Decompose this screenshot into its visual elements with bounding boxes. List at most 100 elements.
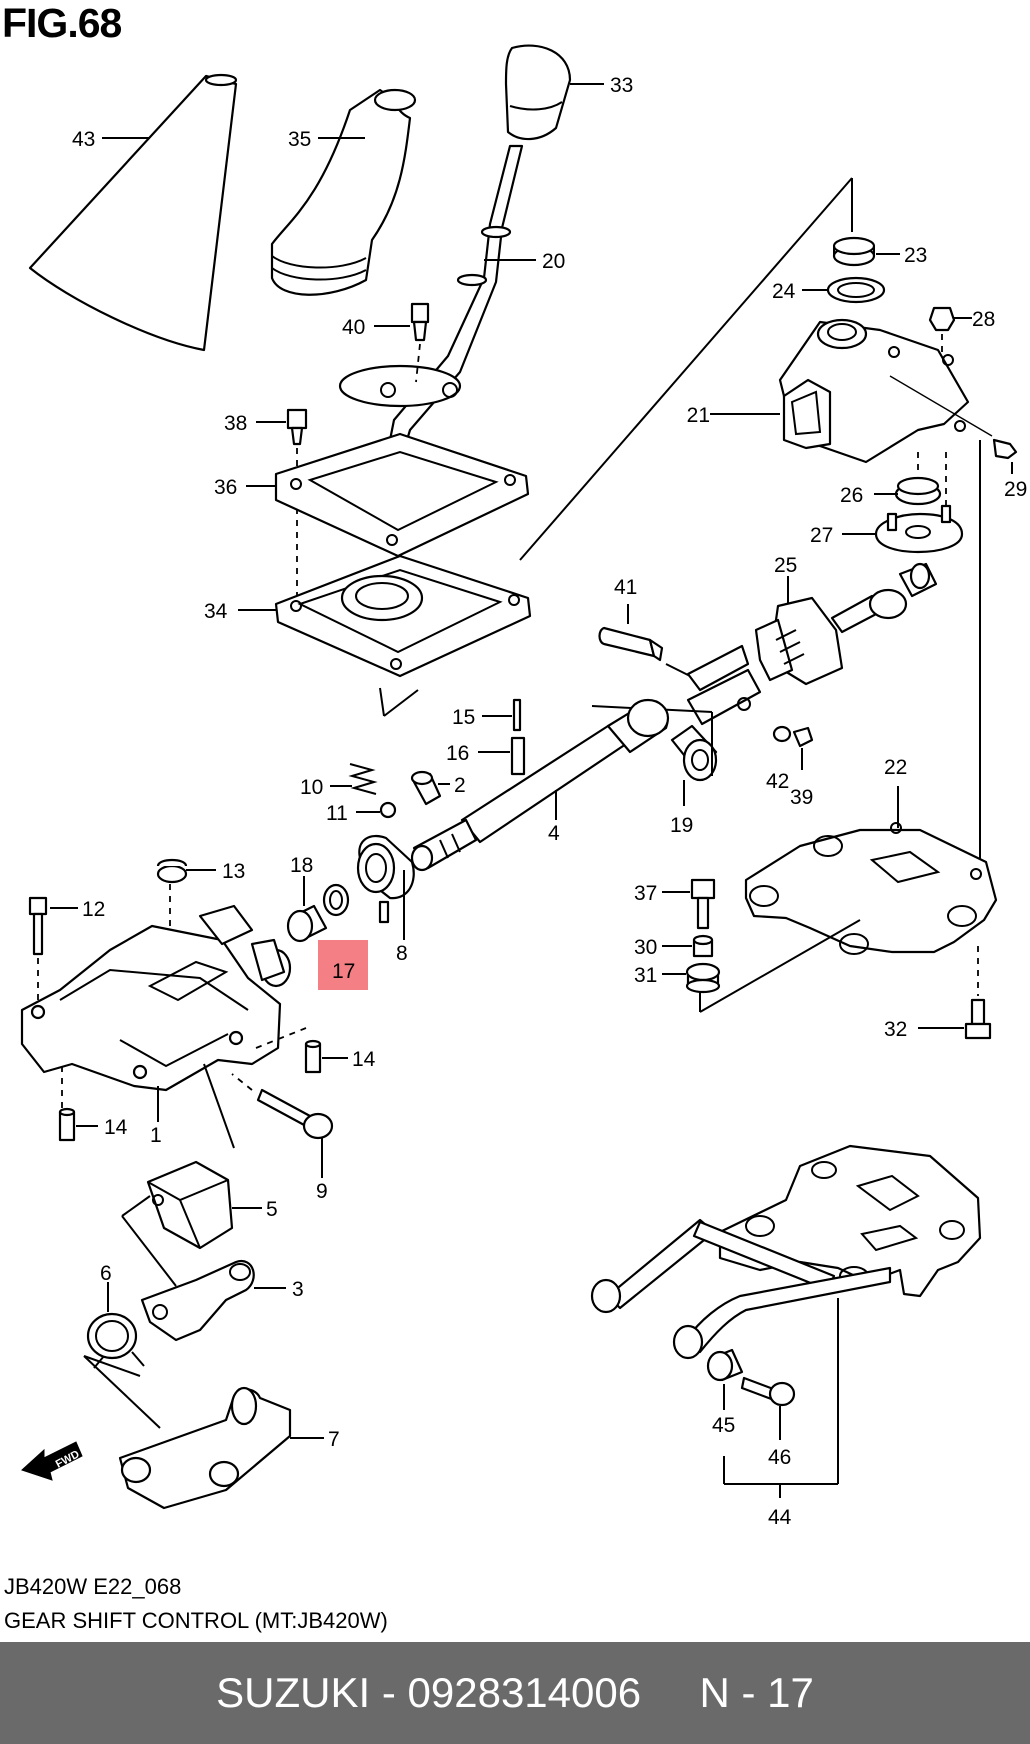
callout-33: 33 (610, 74, 633, 97)
part-14-dowel-b (58, 1107, 76, 1142)
part-29-screw (992, 438, 1018, 460)
callout-18: 18 (290, 854, 313, 877)
part-41-pin (598, 626, 664, 662)
callout-45: 45 (712, 1414, 735, 1437)
callout-38: 38 (224, 412, 247, 435)
footer-text: SUZUKI - 0928314006 N - 17 (216, 1669, 814, 1716)
part-44-assembly (590, 1144, 982, 1360)
part-9-bolt (256, 1088, 334, 1140)
callout-11: 11 (326, 802, 348, 825)
part-11-ball (379, 801, 397, 819)
part-36-boot-plate (274, 432, 530, 558)
callout-21: 21 (687, 404, 710, 427)
part-13-plug (156, 858, 188, 884)
callout-22: 22 (884, 756, 907, 779)
callout-23: 23 (904, 244, 927, 267)
part-2-bushing (410, 770, 442, 806)
part-37-bolt (690, 878, 716, 930)
callout-30: 30 (634, 936, 657, 959)
callout-14a: 14 (352, 1048, 376, 1071)
callout-46: 46 (768, 1446, 791, 1469)
callout-37: 37 (634, 882, 657, 905)
callout-1: 1 (150, 1124, 162, 1147)
part-15-pin (512, 698, 522, 732)
callout-29: 29 (1004, 478, 1027, 501)
parts-diagram: FWD (20, 44, 1027, 1529)
callout-34: 34 (204, 600, 228, 623)
callout-7: 7 (328, 1428, 340, 1451)
part-12-bolt (28, 896, 48, 956)
callout-44: 44 (768, 1506, 792, 1529)
callout-31: 31 (634, 964, 657, 987)
callout-26: 26 (840, 484, 863, 507)
callout-8: 8 (396, 942, 408, 965)
callout-16: 16 (446, 742, 469, 765)
part-24-seal (826, 276, 886, 304)
callout-27: 27 (810, 524, 833, 547)
part-4-shift-shaft (410, 698, 670, 872)
part-10-spring (348, 763, 378, 795)
callout-6: 6 (100, 1262, 112, 1285)
callout-32: 32 (884, 1018, 907, 1041)
highlight-box-17 (318, 940, 368, 990)
figure-title: FIG.68 (2, 0, 122, 46)
part-27-plate (874, 504, 964, 554)
part-16-pin (510, 736, 526, 776)
callout-10: 10 (300, 776, 323, 799)
callout-39: 39 (790, 786, 813, 809)
callout-17: 17 (332, 960, 355, 983)
callout-28: 28 (972, 308, 995, 331)
diagram-code: JB420W E22_068 (4, 1574, 182, 1599)
part-43-boot (28, 73, 238, 352)
part-46-bolt (740, 1376, 796, 1407)
callout-42: 42 (766, 770, 789, 793)
footer-bar: SUZUKI - 0928314006 N - 17 (0, 1642, 1030, 1744)
part-30-collar (692, 934, 714, 958)
callout-25: 25 (774, 554, 797, 577)
callout-43: 43 (72, 128, 95, 151)
part-1-case (20, 904, 292, 1092)
callout-3: 3 (292, 1278, 304, 1301)
part-45-bushing (706, 1348, 744, 1382)
part-7-lever (118, 1386, 292, 1510)
diagram-title: GEAR SHIFT CONTROL (MT:JB420W) (4, 1608, 388, 1633)
part-8-seal (356, 834, 415, 924)
part-21-housing (778, 318, 970, 464)
callout-35: 35 (288, 128, 311, 151)
part-22-bracket (744, 822, 998, 955)
part-25-joint (686, 562, 938, 726)
part-26-grommet (894, 476, 942, 506)
callout-40: 40 (342, 316, 365, 339)
callout-14b: 14 (104, 1116, 128, 1139)
callout-19: 19 (670, 814, 693, 837)
part-35-rubber-boot (270, 88, 417, 296)
callout-41: 41 (614, 576, 637, 599)
callout-5: 5 (266, 1198, 278, 1221)
part-42-washer (772, 725, 792, 743)
callout-9: 9 (316, 1180, 328, 1203)
part-39-nut (792, 726, 814, 748)
fwd-arrow-icon: FWD (21, 1441, 83, 1481)
part-33-knob (504, 44, 572, 141)
callout-13: 13 (222, 860, 245, 883)
part-14-dowel-a (304, 1039, 322, 1074)
part-34-boot-seat (274, 554, 532, 678)
part-38-bolt (286, 408, 308, 446)
part-18-bushing (286, 904, 328, 943)
part-31-grommet (685, 962, 721, 994)
part-23-ring (832, 236, 876, 267)
part-19-bushing (670, 724, 718, 782)
callout-36: 36 (214, 476, 237, 499)
part-5-bracket (146, 1160, 234, 1250)
part-40-bolt (410, 302, 430, 342)
part-3-plate (140, 1259, 255, 1342)
callout-2: 2 (454, 774, 466, 797)
callout-12: 12 (82, 898, 105, 921)
callout-15: 15 (452, 706, 475, 729)
part-28-nut (928, 306, 956, 332)
part-17-ring (322, 883, 350, 917)
callout-4: 4 (548, 822, 560, 845)
part-32-bolt (964, 998, 992, 1040)
callout-24: 24 (772, 280, 796, 303)
callout-20: 20 (542, 250, 565, 273)
